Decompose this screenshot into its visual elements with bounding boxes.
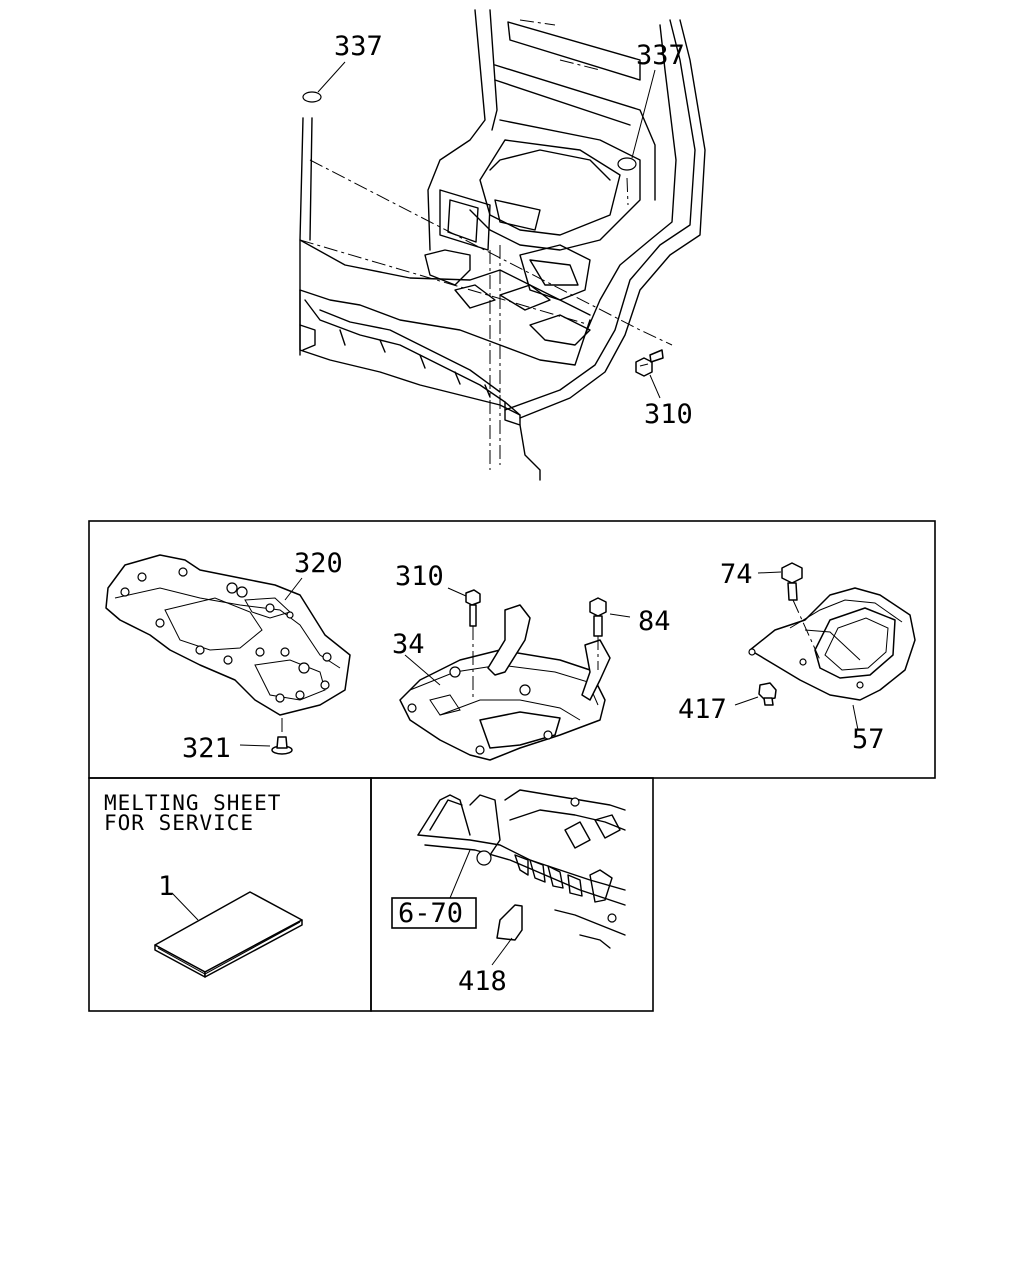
callout-57: 57 [852,724,885,755]
callout-337-left: 337 [334,31,383,62]
plug-337-right [617,157,637,171]
callout-320: 320 [294,548,343,579]
callout-74: 74 [720,559,753,590]
callout-84: 84 [638,606,671,637]
callout-418: 418 [458,966,507,997]
pad-418-icon [496,904,523,941]
bolt-417-icon [758,682,777,706]
skid-plate-34-drawing [399,604,611,761]
callout-6-70: 6-70 [398,898,463,929]
bolt-310-icon [635,349,664,377]
bolt-84-icon [589,597,607,670]
floor-section-drawing [417,789,626,949]
callout-321: 321 [182,733,231,764]
bolt-74-icon [781,562,821,661]
callout-310-top: 310 [644,399,693,430]
panel-frames [88,520,936,1012]
floor-assembly-drawing [299,9,706,481]
bolt-310-panel-icon [465,589,481,700]
callout-417: 417 [678,694,727,725]
clip-321-icon [271,718,293,755]
under-cover-320-drawing [105,554,351,716]
reference-box-6-70 [391,897,477,929]
melting-sheet-note-line1: MELTING SHEET [104,791,281,815]
plug-337-left [302,91,322,103]
callout-310-panel: 310 [395,561,444,592]
callout-337-right: 337 [636,40,685,71]
callout-34: 34 [392,629,425,660]
melting-sheet-icon [154,891,303,978]
callout-1: 1 [158,871,174,902]
cover-57-drawing [748,587,916,701]
melting-sheet-note-line2: FOR SERVICE [104,811,254,835]
